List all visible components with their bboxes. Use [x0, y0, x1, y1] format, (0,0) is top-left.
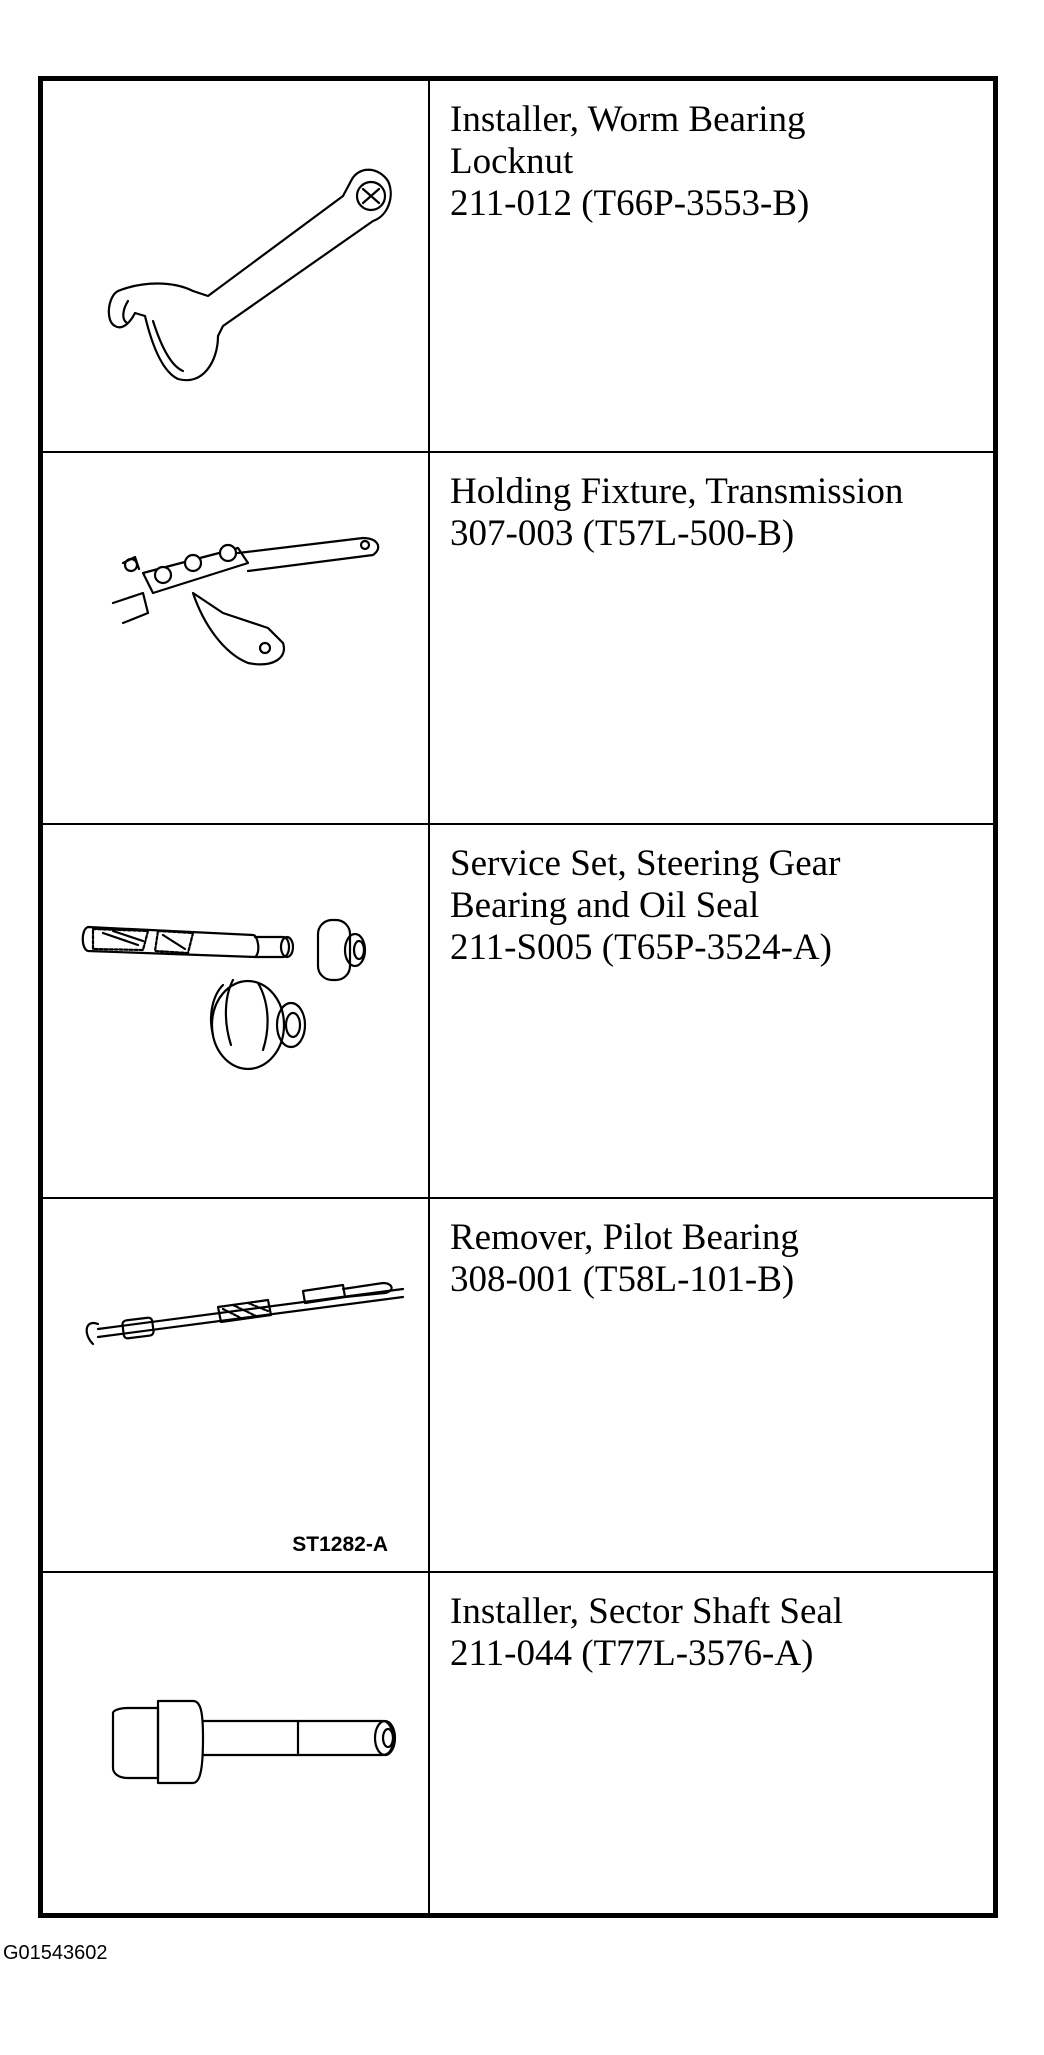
tool-description: Service Set, Steering Gear Bearing and O… [430, 825, 993, 1197]
tool-name-line: Holding Fixture, Transmission [450, 471, 904, 512]
tool-part-number: 307-003 (T57L-500-B) [450, 513, 795, 554]
spanner-wrench-icon [107, 168, 392, 382]
tool-description: Installer, Sector Shaft Seal 211-044 (T7… [430, 1573, 993, 1913]
tool-row: Installer, Sector Shaft Seal 211-044 (T7… [43, 1573, 993, 1913]
tool-name-line: Service Set, Steering Gear [450, 843, 841, 884]
pilot-bearing-remover-icon [85, 1281, 405, 1346]
tool-row: ST1282-A Remover, Pilot Bearing 308-001 … [43, 1199, 993, 1571]
tool-image-cell [43, 1573, 428, 1913]
tool-row: Holding Fixture, Transmission 307-003 (T… [43, 453, 993, 823]
tool-name-line: Installer, Sector Shaft Seal [450, 1591, 844, 1632]
special-tools-table: Installer, Worm Bearing Locknut 211-012 … [38, 76, 998, 1918]
row-divider [43, 1571, 993, 1573]
row-divider [43, 451, 993, 453]
column-divider [428, 81, 430, 1913]
tool-name-line: Installer, Worm Bearing [450, 99, 806, 140]
tool-row: Service Set, Steering Gear Bearing and O… [43, 825, 993, 1197]
tool-part-number: 211-S005 (T65P-3524-A) [450, 927, 832, 968]
tool-name-line: Bearing and Oil Seal [450, 885, 760, 926]
document-id: G01543602 [3, 1942, 108, 1964]
holding-fixture-icon [111, 536, 380, 666]
tool-image-cell [43, 81, 428, 451]
figure-code: ST1282-A [292, 1533, 388, 1556]
tool-image-cell: ST1282-A [43, 1199, 428, 1571]
tool-part-number: 308-001 (T58L-101-B) [450, 1259, 795, 1300]
service-set-icon [81, 918, 367, 1071]
row-divider [43, 823, 993, 825]
tool-name-line: Remover, Pilot Bearing [450, 1217, 799, 1258]
tool-part-number: 211-012 (T66P-3553-B) [450, 183, 810, 224]
tool-row: Installer, Worm Bearing Locknut 211-012 … [43, 81, 993, 451]
row-divider [43, 1197, 993, 1199]
tool-image-cell [43, 453, 428, 823]
tool-description: Holding Fixture, Transmission 307-003 (T… [430, 453, 993, 823]
tool-description: Remover, Pilot Bearing 308-001 (T58L-101… [430, 1199, 993, 1571]
tool-part-number: 211-044 (T77L-3576-A) [450, 1633, 814, 1674]
seal-installer-icon [111, 1699, 397, 1785]
tool-image-cell [43, 825, 428, 1197]
tool-name-line: Locknut [450, 141, 574, 182]
tool-description: Installer, Worm Bearing Locknut 211-012 … [430, 81, 993, 451]
